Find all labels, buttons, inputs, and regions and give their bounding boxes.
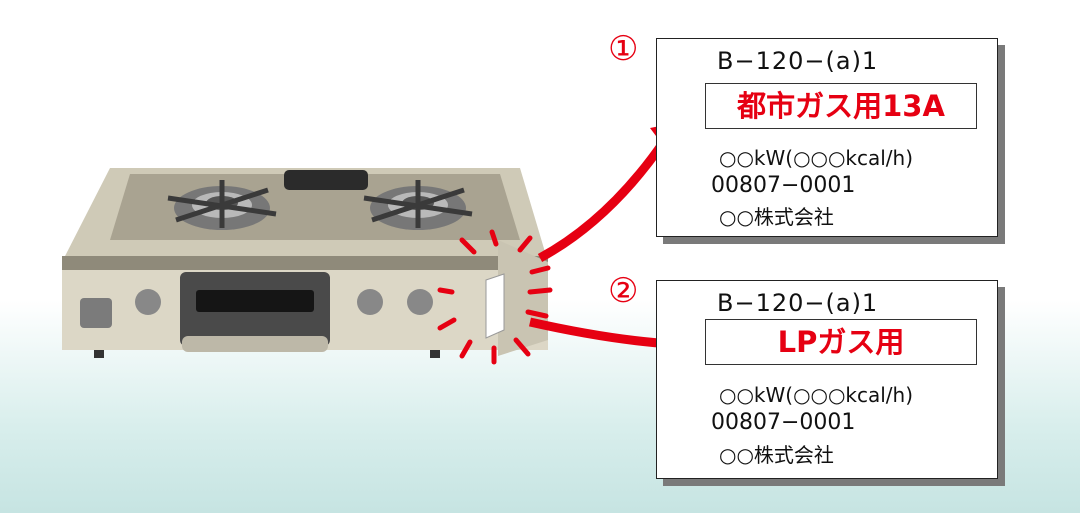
power-rating: ○○kW(○○○kcal/h) <box>719 146 914 170</box>
left-control-button <box>80 298 112 328</box>
knob-left <box>135 289 161 315</box>
rating-label-card-1: B−120−(a)1 都市ガス用13A ○○kW(○○○kcal/h) 0080… <box>656 38 998 237</box>
rating-plate <box>485 273 505 339</box>
power-rating: ○○kW(○○○kcal/h) <box>719 383 914 407</box>
label-number-2: ② <box>608 271 639 311</box>
gas-type-box: 都市ガス用13A <box>705 83 977 129</box>
center-vent <box>284 170 368 190</box>
knob-right-2 <box>407 289 433 315</box>
manufacturer-name: ○○株式会社 <box>719 205 834 229</box>
grill-handle <box>182 336 328 352</box>
registration-code: 00807−0001 <box>711 173 856 198</box>
model-number: B−120−(a)1 <box>717 289 879 317</box>
burner-left <box>167 180 277 230</box>
knob-right-1 <box>357 289 383 315</box>
rating-label-card-2: B−120−(a)1 LPガス用 ○○kW(○○○kcal/h) 00807−0… <box>656 280 998 479</box>
registration-code: 00807−0001 <box>711 410 856 435</box>
model-number: B−120−(a)1 <box>717 47 879 75</box>
manufacturer-name: ○○株式会社 <box>719 443 834 467</box>
arrow-to-label-2 <box>529 317 673 349</box>
emphasis-rays <box>437 229 553 365</box>
foot-right <box>430 350 440 358</box>
label-number-1: ① <box>608 29 639 69</box>
burner-right <box>363 180 473 230</box>
grill-window <box>196 290 314 312</box>
arrow-to-label-1 <box>537 137 669 262</box>
foot-left <box>94 350 104 358</box>
stove-rim <box>62 256 548 270</box>
gas-type-box: LPガス用 <box>705 319 977 365</box>
